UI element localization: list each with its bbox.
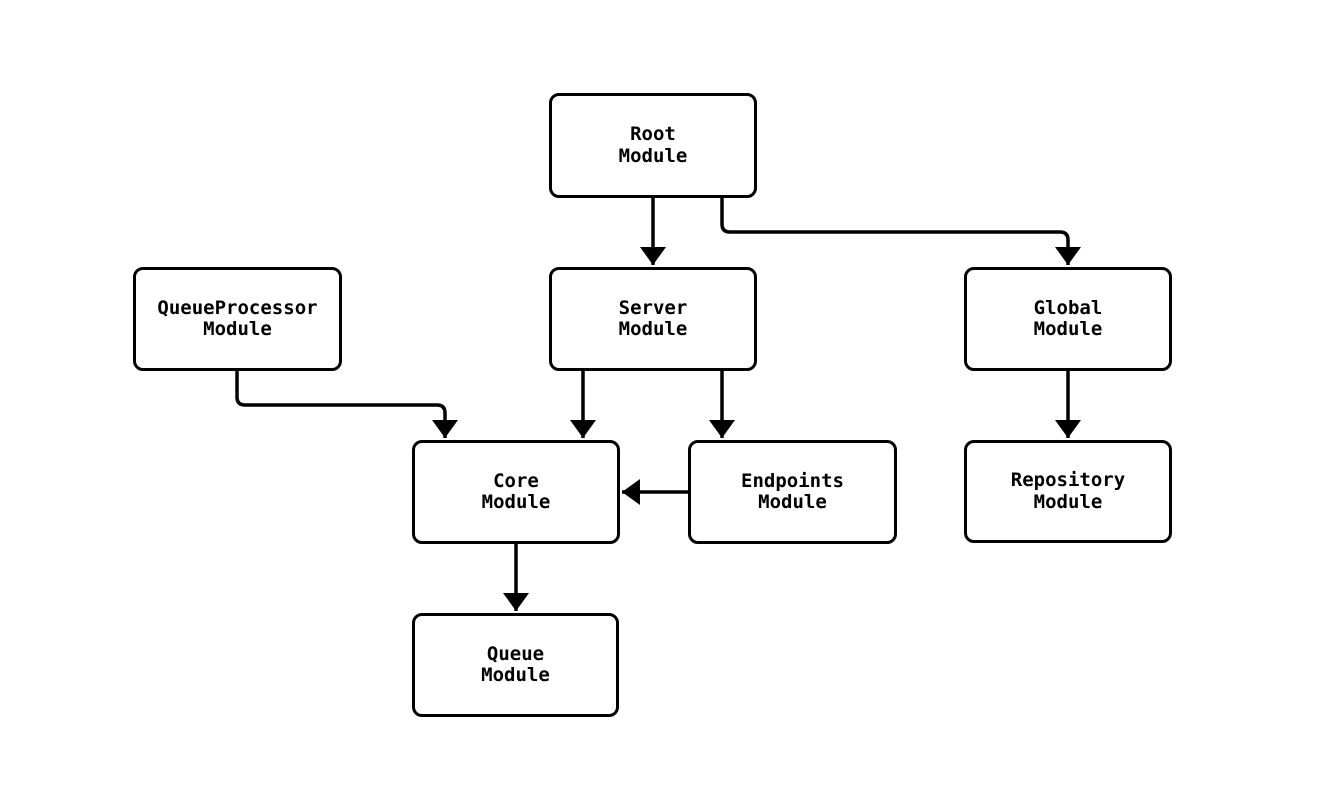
node-repository-module: Repository Module [964, 440, 1172, 543]
node-label-server-module: Server Module [618, 296, 688, 340]
edge-root-module-to-global-module [720, 198, 1081, 265]
node-core-module: Core Module [412, 440, 620, 544]
node-label-repository-module: Repository Module [1010, 469, 1126, 513]
node-label-endpoints-module: Endpoints Module [741, 469, 844, 513]
node-global-module: Global Module [964, 267, 1172, 371]
node-root-module: Root Module [549, 93, 757, 198]
node-label-core-module: Core Module [481, 469, 551, 513]
node-label-queueprocessor-module: QueueProcessor Module [157, 296, 318, 340]
node-endpoints-module: Endpoints Module [688, 440, 897, 544]
node-server-module: Server Module [549, 267, 757, 371]
node-queueprocessor-module: QueueProcessor Module [133, 267, 342, 371]
node-label-queue-module: Queue Module [481, 642, 550, 686]
node-queue-module: Queue Module [412, 613, 619, 717]
node-label-global-module: Global Module [1033, 296, 1103, 340]
node-label-root-module: Root Module [618, 123, 688, 167]
edge-queueprocessor-module-to-core-module [235, 371, 458, 438]
